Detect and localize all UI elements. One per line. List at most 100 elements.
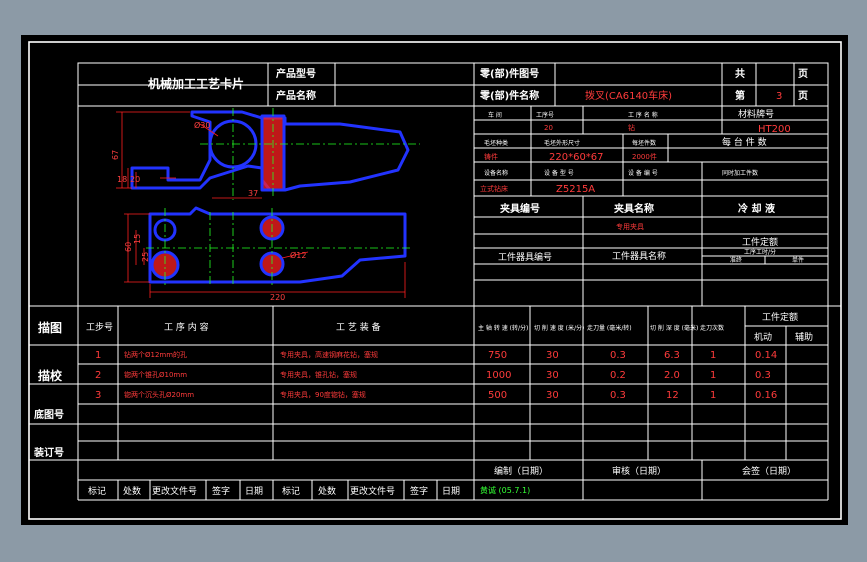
dim-20: 20 <box>130 175 140 184</box>
dim-60: 60 <box>124 242 133 252</box>
blank-size-label: 毛坯外形尺寸 <box>544 139 580 147</box>
equipment-model-value: Z5215A <box>556 184 595 195</box>
col-depth: 切 削 深 度 (毫米) <box>650 324 698 332</box>
dim-phi30: Ø30 <box>194 120 210 130</box>
row-feed: 0.3 <box>610 390 626 401</box>
product-model-label: 产品型号 <box>276 67 316 80</box>
process-no-label: 工序号 <box>536 111 554 119</box>
change-sign-label-2: 签字 <box>410 485 428 497</box>
quota-prep-label: 准终 <box>730 256 742 264</box>
col-speed: 主 轴 转 速 (转/分) <box>478 324 528 332</box>
dim-phi12: Ø12 <box>290 250 306 260</box>
equipment-no-label: 设 备 编 号 <box>628 169 658 177</box>
row-speed: 500 <box>488 390 507 401</box>
change-doc-label: 更改文件号 <box>152 485 197 497</box>
process-name-label: 工 序 名 称 <box>628 111 658 119</box>
dim-220: 220 <box>270 293 285 302</box>
outer-frame <box>28 41 842 520</box>
station-tool-name-label: 工件器具名称 <box>612 250 666 262</box>
row-cut: 30 <box>546 390 559 401</box>
row-step: 1 <box>95 350 101 361</box>
col-equipment: 工 艺 装 备 <box>336 321 381 333</box>
row-depth: 6.3 <box>664 350 680 361</box>
product-name-label: 产品名称 <box>276 89 316 102</box>
change-sign-label: 签字 <box>212 485 230 497</box>
row-equipment: 专用夹具，高速钢麻花钻，塞规 <box>280 350 378 359</box>
col-content: 工 序 内 容 <box>164 321 209 333</box>
col-time-quota: 工件定额 <box>762 311 798 323</box>
card-title: 机械加工工艺卡片 <box>148 76 244 91</box>
workshop-label: 车 间 <box>488 111 502 119</box>
dim-37: 37 <box>248 189 258 198</box>
blank-count-value: 2000件 <box>632 152 657 161</box>
row-cut: 30 <box>546 350 559 361</box>
table-row: 2 锪两个锥孔Ø10mm 专用夹具，锥孔钻，塞规 1000 30 0.2 2.0… <box>95 370 771 381</box>
operations-table <box>29 106 841 501</box>
col-feed: 走刀量 (毫米/转) <box>587 324 632 332</box>
row-depth: 12 <box>666 390 679 401</box>
work-time-quota-label: 工件定额 <box>742 236 778 248</box>
dim-67: 67 <box>111 150 120 160</box>
row-machine: 0.14 <box>755 350 777 361</box>
change-count-label-2: 处数 <box>318 485 336 497</box>
change-doc-label-2: 更改文件号 <box>350 485 395 497</box>
coolant-label: 冷 却 液 <box>738 202 775 215</box>
row-content: 锪两个锥孔Ø10mm <box>124 370 187 379</box>
blank-size-value: 220*60*67 <box>549 152 604 163</box>
table-row: 3 锪两个沉头孔Ø20mm 专用夹具，90度锪钻，塞规 500 30 0.3 1… <box>95 390 777 401</box>
row-machine: 0.3 <box>755 370 771 381</box>
col-cut-speed: 切 削 速 度 (米/分) <box>534 324 584 332</box>
station-tool-no-label: 工件器具编号 <box>498 251 552 263</box>
part-drawing-no-label: 零(部)件图号 <box>479 67 539 80</box>
sheet-value: 3 <box>776 91 782 102</box>
fixture-name-value: 专用夹具 <box>616 222 644 231</box>
row-equipment: 专用夹具，锥孔钻，塞规 <box>280 370 357 379</box>
equipment-model-label: 设 备 型 号 <box>544 169 574 177</box>
change-date-label: 日期 <box>245 486 263 497</box>
process-no-value: 20 <box>544 124 553 132</box>
info-table <box>474 106 828 306</box>
blank-type-label: 毛坯种类 <box>484 139 508 147</box>
row-step: 2 <box>95 370 101 381</box>
row-speed: 1000 <box>486 370 511 381</box>
side-title: 描图 <box>38 320 62 335</box>
row-passes: 1 <box>710 350 716 361</box>
row-content: 锪两个沉头孔Ø20mm <box>124 390 194 399</box>
row-passes: 1 <box>710 390 716 401</box>
change-mark-label-2: 标记 <box>282 485 300 497</box>
fixture-name-label: 夹具名称 <box>614 202 654 215</box>
review-label: 审核（日期） <box>612 465 666 477</box>
total-label: 共 <box>735 67 745 80</box>
side-base: 底图号 <box>34 408 64 421</box>
col-aux: 辅助 <box>795 331 813 343</box>
material-value: HT200 <box>758 124 791 135</box>
per-unit-label: 每 台 件 数 <box>722 136 767 148</box>
row-feed: 0.2 <box>610 370 626 381</box>
blank-count-label: 每坯件数 <box>632 139 656 147</box>
dim-18: 18 <box>117 175 127 184</box>
side-check: 描校 <box>38 368 63 383</box>
row-equipment: 专用夹具，90度锪钻，塞规 <box>280 390 366 399</box>
part-name-label: 零(部)件名称 <box>479 89 539 102</box>
countersign-label: 会签（日期） <box>742 465 796 477</box>
change-count-label: 处数 <box>123 485 141 497</box>
part-top-view <box>124 206 410 298</box>
fixture-no-label: 夹具编号 <box>500 202 540 215</box>
quota-unit-label: 单件 <box>792 256 804 264</box>
row-feed: 0.3 <box>610 350 626 361</box>
row-cut: 30 <box>546 370 559 381</box>
sheet-label: 第 <box>735 89 745 102</box>
sheet-page-label: 页 <box>798 90 808 102</box>
row-speed: 750 <box>488 350 507 361</box>
row-depth: 2.0 <box>664 370 680 381</box>
change-mark-label: 标记 <box>88 485 106 497</box>
col-step: 工步号 <box>86 322 113 333</box>
part-front-view <box>116 108 420 200</box>
side-bind: 装订号 <box>33 446 64 459</box>
blank-type-value: 铸件 <box>484 152 498 161</box>
process-name-value: 钻 <box>628 123 635 132</box>
change-date-label-2: 日期 <box>442 486 460 497</box>
row-machine: 0.16 <box>755 390 777 401</box>
material-label: 材料牌号 <box>738 108 774 120</box>
